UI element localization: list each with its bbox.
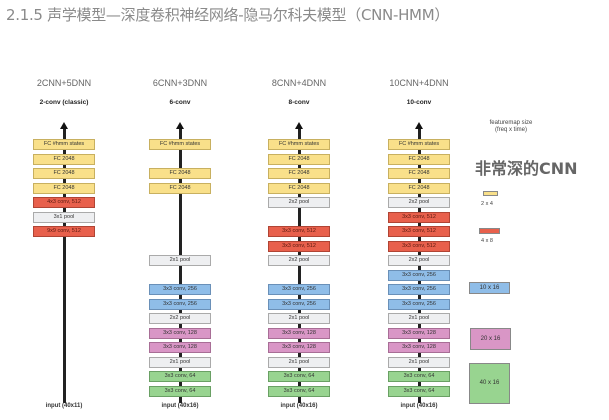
column-header: 8CNN+4DNN: [271, 78, 327, 88]
legend-swatch-40x16: 40 x 16: [469, 363, 510, 404]
layer-fc: FC 2048: [388, 168, 450, 179]
layer-red: 4x3 conv, 512: [33, 197, 95, 208]
column-subtitle: 8-conv: [288, 99, 310, 106]
layer-fc: FC #hmm states: [33, 139, 95, 150]
layer-green: 3x3 conv, 64: [149, 385, 211, 397]
layer-blue: 3x3 conv, 256: [268, 284, 330, 295]
layer-fc: FC 2048: [268, 168, 330, 179]
output-arrow-icon: [176, 122, 184, 129]
layer-pool: 3x1 pool: [33, 211, 95, 223]
layer-red: 3x3 conv, 512: [388, 240, 450, 252]
layer-blue: 3x3 conv, 256: [149, 298, 211, 310]
layer-green: 3x3 conv, 64: [388, 371, 450, 382]
layer-fc: FC #hmm states: [388, 139, 450, 150]
legend-swatch-2x4: [483, 191, 498, 196]
column-subtitle: 2-conv (classic): [39, 99, 89, 106]
network-column-3: 8CNN+4DNN 8-conv input (40x16) FC #hmm st…: [268, 0, 330, 420]
layer-pool: 2x2 pool: [388, 255, 450, 266]
legend-title-line1: featuremap size: [489, 120, 533, 126]
data-flow-line: [63, 126, 66, 403]
layer-blue: 3x3 conv, 256: [388, 298, 450, 310]
output-arrow-icon: [60, 122, 68, 129]
input-label: input (40x16): [161, 403, 199, 409]
layer-fc: FC 2048: [33, 153, 95, 165]
layer-pool: 2x2 pool: [268, 197, 330, 208]
legend-swatch-20x16: 20 x 16: [470, 328, 511, 350]
layer-fc: FC 2048: [268, 153, 330, 165]
layer-pool: 2x1 pool: [388, 313, 450, 324]
input-label: input (40x16): [280, 403, 318, 409]
layer-red: 3x3 conv, 512: [268, 226, 330, 237]
output-arrow-icon: [415, 122, 423, 129]
layer-blue: 3x3 conv, 256: [388, 284, 450, 295]
input-label: input (40x16): [400, 403, 438, 409]
legend-title-line2: (freq x time): [494, 127, 527, 133]
layer-pink: 3x3 conv, 128: [388, 327, 450, 339]
layer-fc: FC 2048: [33, 168, 95, 179]
layer-pink: 3x3 conv, 128: [268, 342, 330, 353]
input-label: input (40x11): [45, 403, 83, 409]
column-header: 6CNN+3DNN: [152, 78, 208, 88]
slide-title: 2.1.5 声学模型—深度卷积神经网络-隐马尔科夫模型（CNN-HMM）: [6, 6, 450, 24]
very-deep-cnn-annotation: 非常深的CNN: [475, 159, 578, 178]
layer-pool: 2x2 pool: [388, 197, 450, 208]
layer-pink: 3x3 conv, 128: [149, 327, 211, 339]
layer-fc: FC 2048: [33, 182, 95, 194]
column-subtitle: 6-conv: [169, 99, 191, 106]
layer-pink: 3x3 conv, 128: [388, 342, 450, 353]
layer-fc: FC 2048: [149, 168, 211, 179]
layer-fc: FC 2048: [388, 153, 450, 165]
legend-label-4x8: 4 x 8: [481, 238, 493, 244]
layer-pool: 2x1 pool: [268, 356, 330, 368]
layer-pool: 2x1 pool: [149, 255, 211, 266]
layer-pool: 2x1 pool: [268, 313, 330, 324]
legend-swatch-10x16: 10 x 16: [469, 282, 510, 294]
layer-fc: FC 2048: [149, 182, 211, 194]
column-subtitle: 10-conv: [406, 99, 432, 106]
layer-pool: 2x1 pool: [149, 356, 211, 368]
network-column-2: 6CNN+3DNN 6-conv input (40x16) FC #hmm st…: [149, 0, 211, 420]
legend-label-2x4: 2 x 4: [481, 201, 493, 207]
network-column-4: 10CNN+4DNN 10-conv input (40x16) FC #hmm …: [388, 0, 450, 420]
layer-fc: FC 2048: [388, 182, 450, 194]
layer-fc: FC #hmm states: [268, 139, 330, 150]
layer-blue: 3x3 conv, 256: [268, 298, 330, 310]
column-header: 2CNN+5DNN: [36, 78, 92, 88]
layer-blue: 3x3 conv, 256: [149, 284, 211, 295]
output-arrow-icon: [295, 122, 303, 129]
layer-pink: 3x3 conv, 128: [268, 327, 330, 339]
layer-green: 3x3 conv, 64: [268, 385, 330, 397]
network-column-1: 2CNN+5DNN 2-conv (classic) input (40x11)…: [33, 0, 95, 420]
layer-fc: FC #hmm states: [149, 139, 211, 150]
layer-red: 3x3 conv, 512: [268, 240, 330, 252]
legend-title: featuremap size (freq x time): [478, 120, 544, 134]
column-header: 10CNN+4DNN: [389, 78, 449, 88]
legend-swatch-4x8: [479, 228, 500, 234]
layer-pool: 2x1 pool: [388, 356, 450, 368]
layer-pink: 3x3 conv, 128: [149, 342, 211, 353]
layer-red: 3x3 conv, 512: [388, 226, 450, 237]
layer-fc: FC 2048: [268, 182, 330, 194]
layer-red: 9x9 conv, 512: [33, 226, 95, 237]
layer-green: 3x3 conv, 64: [149, 371, 211, 382]
layer-red: 3x3 conv, 512: [388, 211, 450, 223]
layer-green: 3x3 conv, 64: [268, 371, 330, 382]
layer-green: 3x3 conv, 64: [388, 385, 450, 397]
layer-pool: 2x2 pool: [149, 313, 211, 324]
layer-pool: 2x2 pool: [268, 255, 330, 266]
layer-blue: 3x3 conv, 256: [388, 269, 450, 281]
